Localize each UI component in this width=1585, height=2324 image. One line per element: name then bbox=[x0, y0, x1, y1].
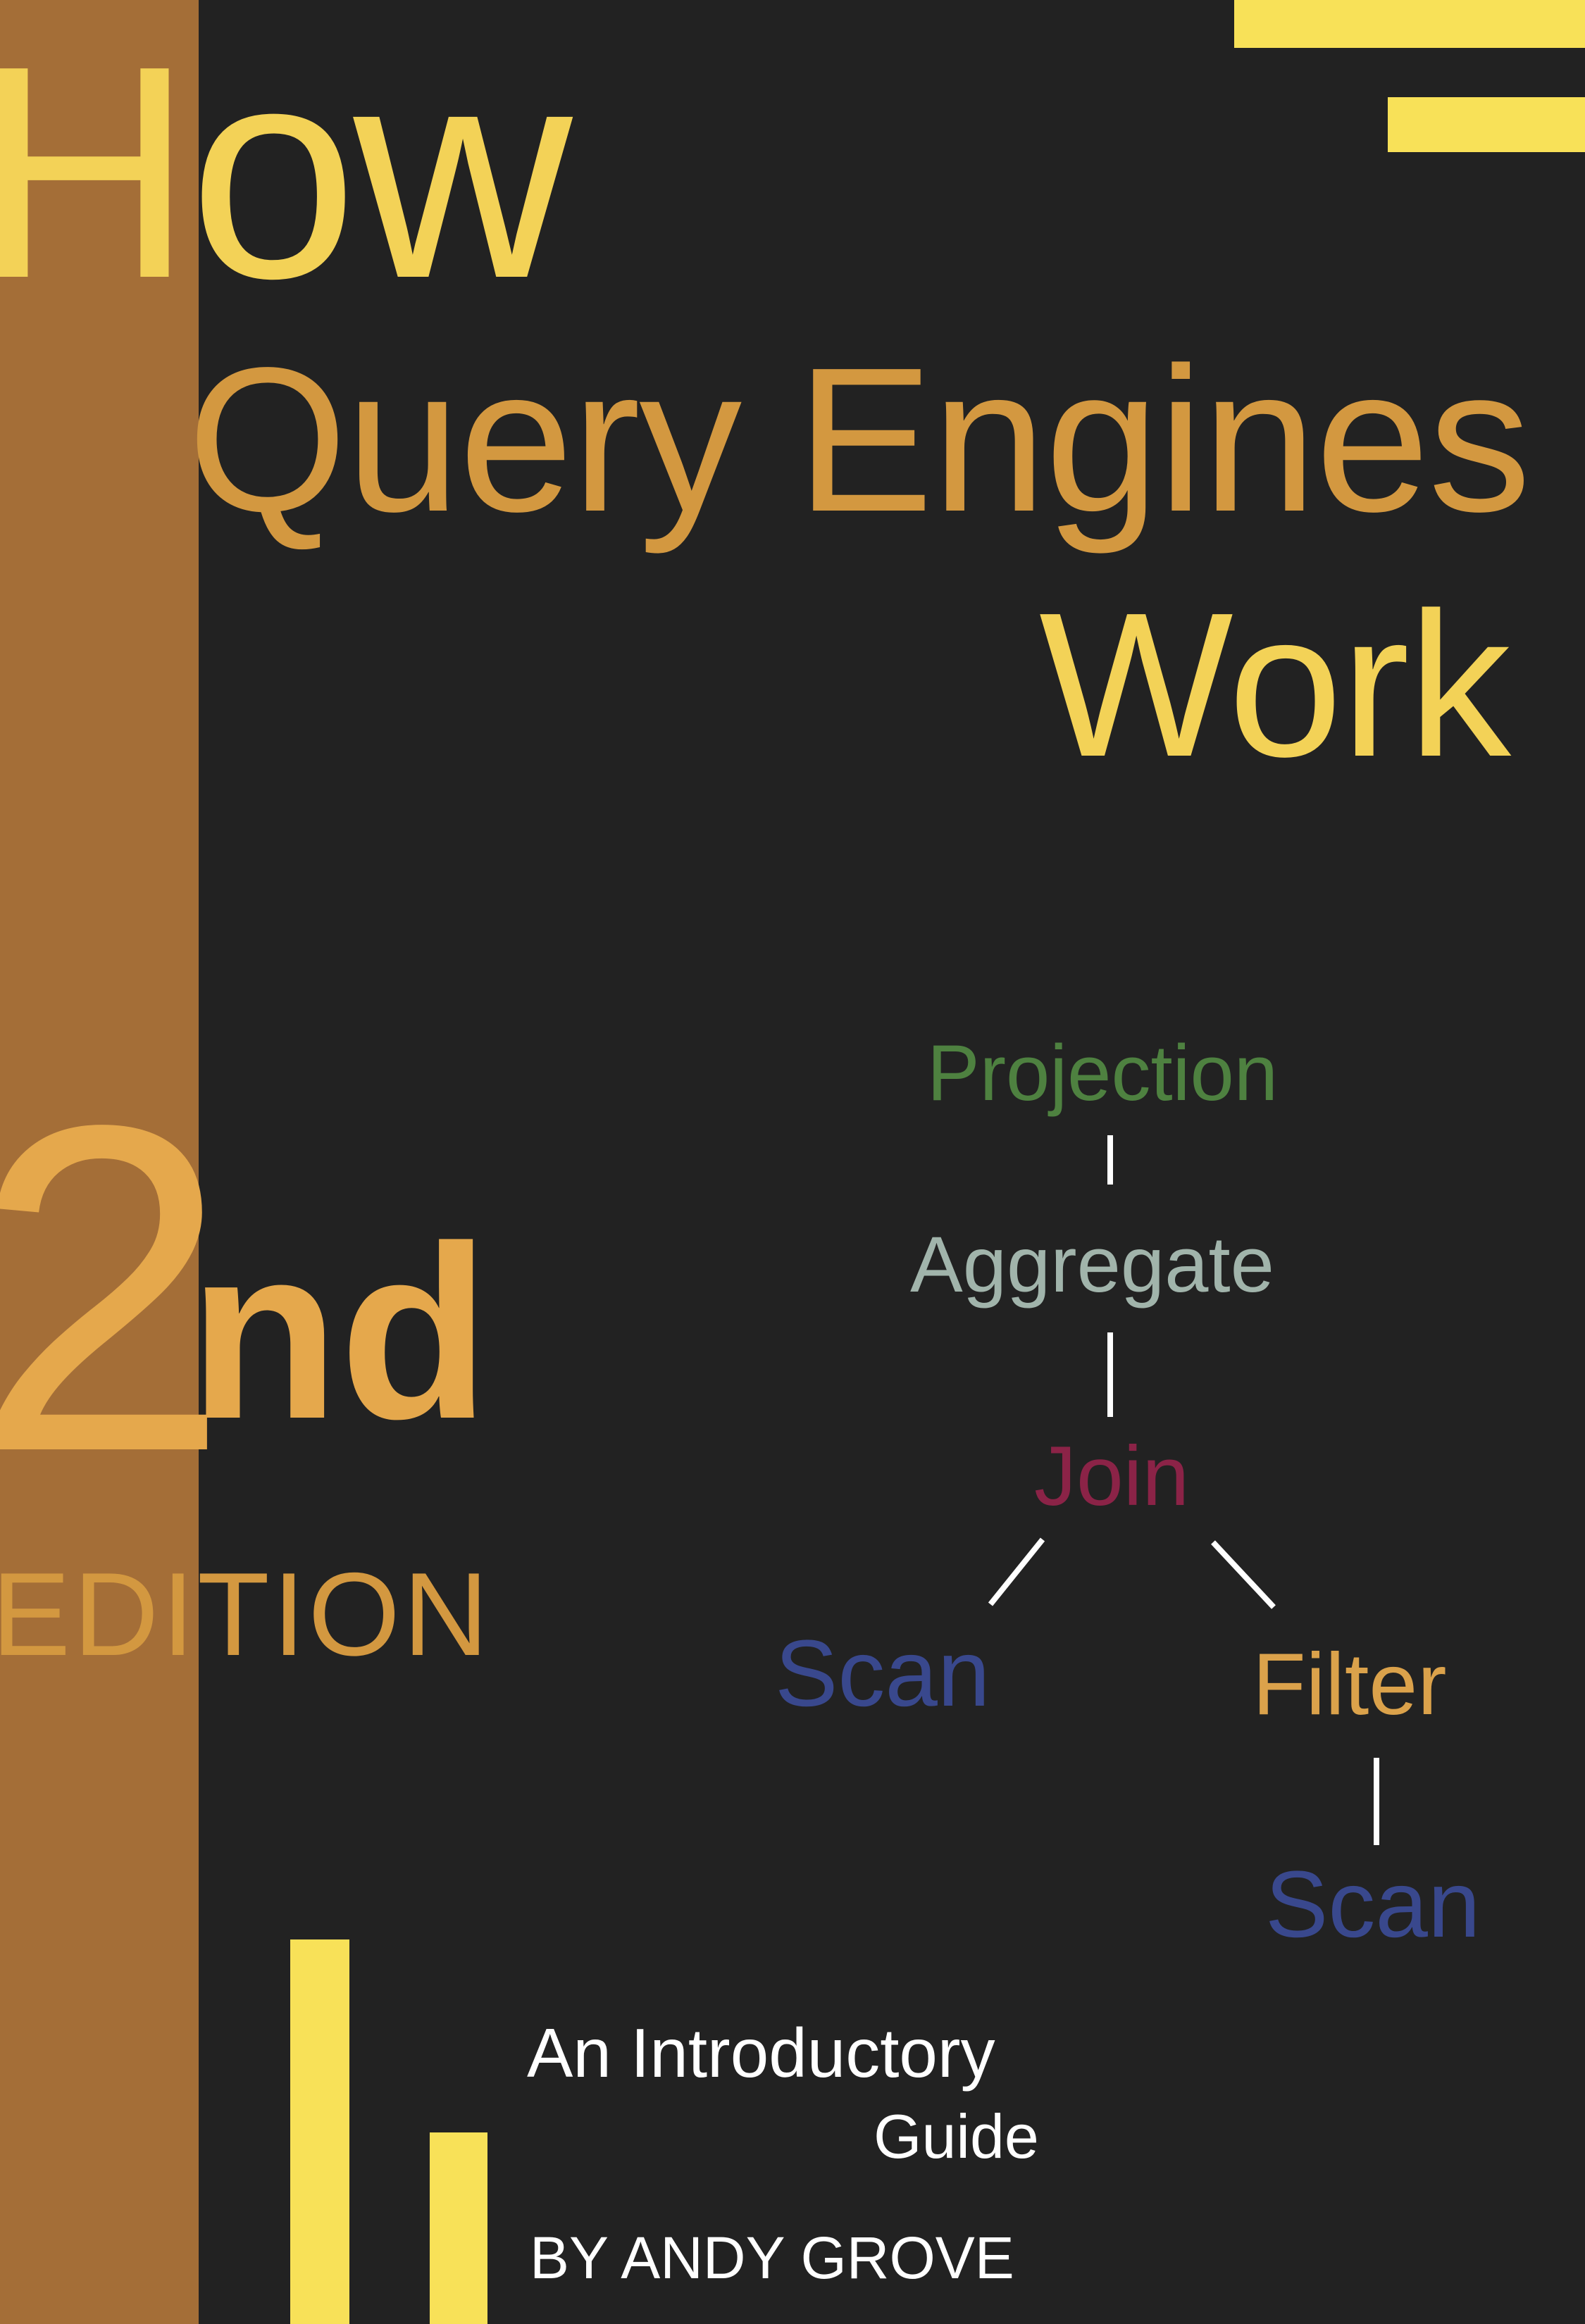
edge-join-filter bbox=[1211, 1540, 1276, 1609]
decorative-bar-top-right-short bbox=[1388, 97, 1585, 152]
subtitle-line1: An Introductory bbox=[527, 2014, 995, 2092]
plan-node-projection: Projection bbox=[927, 1029, 1279, 1117]
subtitle-line2: Guide bbox=[874, 2101, 1039, 2171]
side-color-band bbox=[0, 0, 199, 2324]
edition-suffix: nd bbox=[189, 1195, 490, 1470]
plan-node-scan-left: Scan bbox=[775, 1621, 990, 1726]
edge-join-scan bbox=[988, 1537, 1045, 1606]
title-query-engines: Query Engines bbox=[187, 325, 1531, 554]
plan-node-scan-right: Scan bbox=[1265, 1852, 1481, 1957]
decorative-bar-bottom-tall bbox=[290, 1939, 349, 2324]
plan-node-filter: Filter bbox=[1253, 1636, 1447, 1733]
edition-number: 2 bbox=[0, 1029, 231, 1548]
title-how: How bbox=[0, 4, 572, 342]
author: BY ANDY GROVE bbox=[530, 2225, 1014, 2291]
decorative-bar-bottom-short bbox=[430, 2132, 487, 2324]
decorative-bar-top-right bbox=[1234, 0, 1585, 48]
plan-node-join: Join bbox=[1034, 1429, 1190, 1523]
edition-word: EDITION bbox=[0, 1548, 492, 1680]
plan-node-aggregate: Aggregate bbox=[910, 1220, 1274, 1308]
title-work: Work bbox=[1039, 570, 1511, 799]
